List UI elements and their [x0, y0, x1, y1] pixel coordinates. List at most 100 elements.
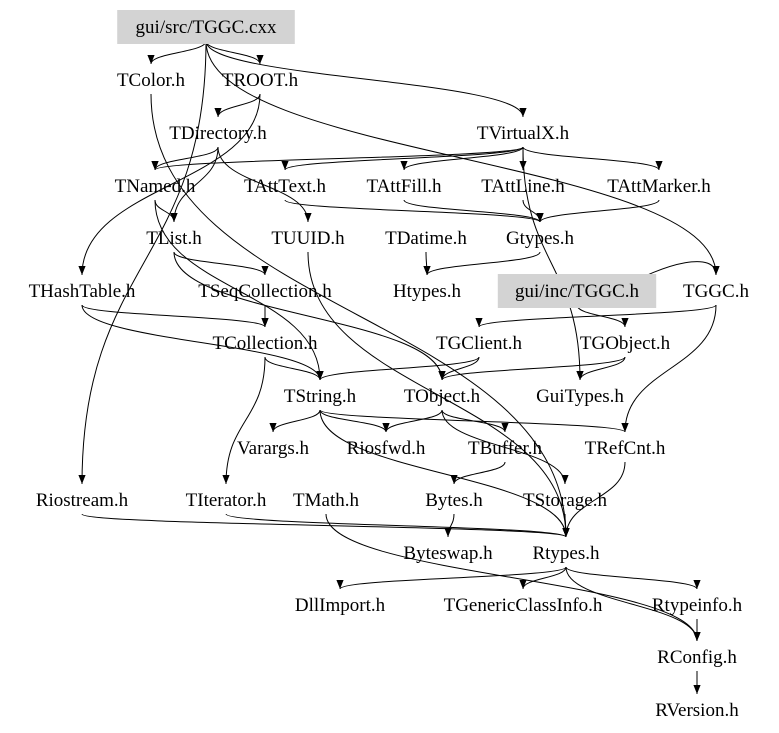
- node-label: TColor.h: [117, 70, 186, 91]
- node-label: THashTable.h: [29, 281, 136, 302]
- node-tatttext-h[interactable]: TAttText.h: [244, 176, 327, 197]
- node-tdirectory-h[interactable]: TDirectory.h: [169, 123, 267, 144]
- node-tmath-h[interactable]: TMath.h: [293, 490, 359, 511]
- node-gui-inc-tggc-h[interactable]: gui/inc/TGGC.h: [497, 274, 657, 308]
- node-dllimport-h[interactable]: DllImport.h: [295, 595, 386, 616]
- dependency-edge: [562, 461, 626, 538]
- node-varargs-h[interactable]: Varargs.h: [237, 438, 309, 459]
- node-label: gui/src/TGGC.cxx: [136, 17, 277, 38]
- dependency-edge: [565, 566, 701, 590]
- node-tuuid-h[interactable]: TUUID.h: [271, 228, 345, 249]
- dependency-edge: [269, 409, 321, 433]
- node-label: TObject.h: [404, 386, 481, 407]
- node-htypes-h[interactable]: Htypes.h: [393, 281, 462, 302]
- node-label: TIterator.h: [186, 490, 267, 511]
- node-highlight-box: [117, 10, 295, 44]
- node-tdatime-h[interactable]: TDatime.h: [385, 228, 467, 249]
- node-riostream-h[interactable]: Riostream.h: [36, 490, 129, 511]
- dependency-edge: [173, 251, 269, 276]
- dependency-edge: [81, 513, 570, 538]
- dependency-edge: [222, 356, 266, 485]
- node-label: TStorage.h: [523, 490, 607, 511]
- node-label: TAttLine.h: [481, 176, 565, 197]
- node-rconfig-h[interactable]: RConfig.h: [657, 647, 737, 668]
- node-label: Gtypes.h: [506, 228, 575, 249]
- node-label: RVersion.h: [655, 700, 739, 721]
- dependency-edge: [450, 461, 506, 485]
- dependency-edge: [150, 93, 570, 538]
- dependency-edge: [336, 566, 567, 590]
- dependency-edge: [170, 146, 219, 223]
- dependency-edge: [423, 251, 541, 276]
- node-tattline-h[interactable]: TAttLine.h: [481, 176, 565, 197]
- dependency-edge: [475, 304, 717, 328]
- dependency-edge: [325, 513, 701, 642]
- node-label: Byteswap.h: [403, 543, 493, 564]
- node-titerator-h[interactable]: TIterator.h: [186, 490, 267, 511]
- node-tseqcollection-h[interactable]: TSeqCollection.h: [198, 281, 332, 302]
- dependency-edge: [225, 513, 570, 538]
- dependency-edge: [576, 356, 626, 381]
- dependency-edge: [319, 409, 570, 538]
- node-tstorage-h[interactable]: TStorage.h: [523, 490, 607, 511]
- node-tattmarker-h[interactable]: TAttMarker.h: [607, 176, 711, 197]
- node-tgenericclassinfo-h[interactable]: TGenericClassInfo.h: [444, 595, 603, 616]
- dependency-edge: [307, 251, 570, 538]
- node-troot-h[interactable]: TROOT.h: [222, 70, 299, 91]
- dependency-edge: [151, 146, 524, 171]
- dependency-edge: [522, 146, 663, 171]
- node-rtypes-h[interactable]: Rtypes.h: [532, 543, 600, 564]
- node-label: TROOT.h: [222, 70, 299, 91]
- node-tcolor-h[interactable]: TColor.h: [117, 70, 186, 91]
- node-guitypes-h[interactable]: GuiTypes.h: [536, 386, 624, 407]
- node-tgobject-h[interactable]: TGObject.h: [580, 333, 671, 354]
- node-tstring-h[interactable]: TString.h: [284, 386, 357, 407]
- node-tlist-h[interactable]: TList.h: [146, 228, 202, 249]
- node-gui-src-tggc-cxx[interactable]: gui/src/TGGC.cxx: [117, 10, 295, 44]
- dependency-edge: [438, 356, 626, 381]
- node-tbuffer-h[interactable]: TBuffer.h: [468, 438, 543, 459]
- node-rtypeinfo-h[interactable]: Rtypeinfo.h: [652, 595, 743, 616]
- node-trefcnt-h[interactable]: TRefCnt.h: [585, 438, 666, 459]
- dependency-edge: [423, 251, 431, 276]
- dependency-edge: [621, 304, 717, 433]
- node-label: Bytes.h: [425, 490, 483, 511]
- node-tattfill-h[interactable]: TAttFill.h: [366, 176, 442, 197]
- node-highlight-box: [497, 274, 657, 308]
- node-label: DllImport.h: [295, 595, 386, 616]
- node-tggc-h[interactable]: TGGC.h: [683, 281, 749, 302]
- dependency-edge: [173, 251, 446, 381]
- dependency-edge: [147, 40, 207, 65]
- node-label: TGGC.h: [683, 281, 749, 302]
- node-label: TUUID.h: [271, 228, 345, 249]
- node-label: TBuffer.h: [468, 438, 543, 459]
- node-tobject-h[interactable]: TObject.h: [404, 386, 481, 407]
- node-label: TGObject.h: [580, 333, 671, 354]
- dependency-edge: [562, 513, 570, 538]
- node-tnamed-h[interactable]: TNamed.h: [115, 176, 196, 197]
- node-tgclient-h[interactable]: TGClient.h: [436, 333, 523, 354]
- node-label: TRefCnt.h: [585, 438, 666, 459]
- dependency-edge: [154, 199, 178, 223]
- dependency-edge: [316, 356, 480, 381]
- node-label: TGClient.h: [436, 333, 523, 354]
- node-label: TAttText.h: [244, 176, 327, 197]
- node-label: Varargs.h: [237, 438, 309, 459]
- node-label: TCollection.h: [212, 333, 318, 354]
- dependency-edge: [78, 40, 207, 485]
- node-bytes-h[interactable]: Bytes.h: [425, 490, 483, 511]
- node-label: Rtypeinfo.h: [652, 595, 743, 616]
- dependency-edge: [519, 566, 567, 590]
- node-gtypes-h[interactable]: Gtypes.h: [506, 228, 575, 249]
- node-label: TMath.h: [293, 490, 359, 511]
- node-byteswap-h[interactable]: Byteswap.h: [403, 543, 493, 564]
- node-thashtable-h[interactable]: THashTable.h: [29, 281, 136, 302]
- node-rversion-h[interactable]: RVersion.h: [655, 700, 739, 721]
- dependency-edge: [536, 199, 660, 223]
- node-riosfwd-h[interactable]: Riosfwd.h: [347, 438, 426, 459]
- node-tcollection-h[interactable]: TCollection.h: [212, 333, 318, 354]
- node-tvirtualx-h[interactable]: TVirtualX.h: [477, 123, 570, 144]
- dependency-edge: [214, 93, 261, 118]
